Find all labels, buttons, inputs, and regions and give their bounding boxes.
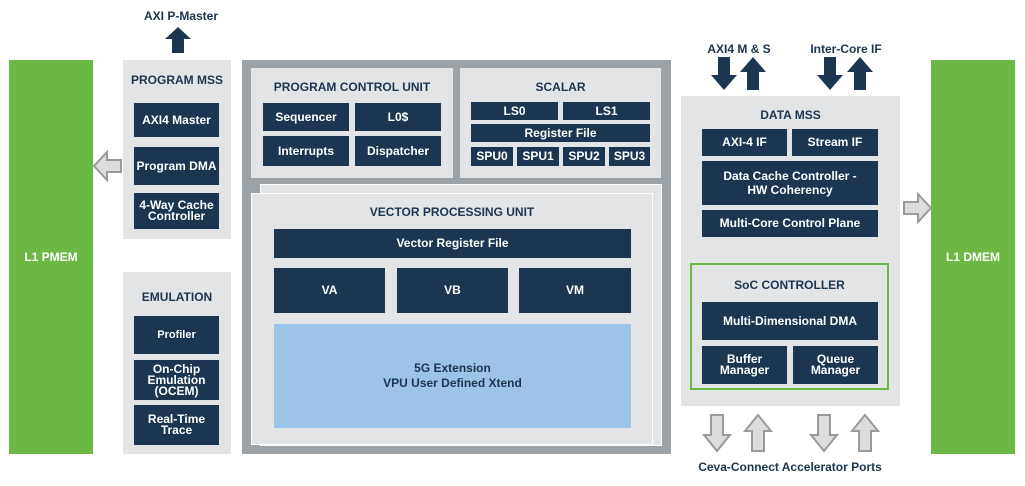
l1-pmem-label: L1 PMEM [24, 250, 78, 264]
data-cache-controller-label-1: Data Cache Controller - [723, 169, 857, 183]
vpu-extension-label-1: 5G Extension [414, 361, 491, 375]
vm-label: VM [566, 283, 584, 297]
spu0-block: SPU0 [471, 147, 513, 166]
sequencer-label: Sequencer [275, 109, 337, 124]
l0-cache-label: L0$ [387, 109, 409, 124]
real-time-trace-label-1: Real-Time [147, 412, 206, 426]
spu0-label: SPU0 [476, 149, 508, 163]
va-label: VA [321, 283, 338, 297]
vpu-extension-label-2: VPU User Defined Xtend [383, 376, 522, 390]
cache-controller-label-1: 4-Way Cache [139, 198, 214, 212]
ocem-label-1: On-Chip [152, 361, 201, 376]
arrow-down-icon [711, 57, 737, 90]
ls0-label: LS0 [503, 103, 526, 118]
profiler-label: Profiler [157, 328, 196, 341]
data-mss-title: DATA MSS [760, 108, 821, 122]
queue-manager-label-1: Queue [816, 352, 855, 366]
multi-core-control-plane-block: Multi-Core Control Plane [702, 210, 878, 237]
interrupts-label: Interrupts [277, 143, 334, 158]
axi4-if-label: AXI-4 IF [722, 135, 767, 149]
stream-if-block: Stream IF [792, 129, 878, 156]
cache-controller-label-2: Controller [147, 209, 206, 223]
spu1-label: SPU1 [522, 149, 554, 163]
arrow-right-hollow-icon [903, 191, 933, 225]
vb-block: VB [397, 268, 508, 313]
multi-core-control-plane-label: Multi-Core Control Plane [719, 216, 861, 230]
dispatcher-block: Dispatcher [355, 136, 441, 166]
arrow-up-icon [847, 57, 873, 90]
register-file-block: Register File [471, 124, 650, 142]
vector-register-file-block: Vector Register File [274, 229, 631, 258]
arrow-left-hollow-icon [92, 149, 122, 183]
vector-register-file-label: Vector Register File [396, 236, 509, 250]
soc-controller-title: SoC CONTROLLER [734, 278, 845, 292]
axi4-if-block: AXI-4 IF [702, 129, 787, 156]
multi-dimensional-dma-label: Multi-Dimensional DMA [723, 313, 857, 328]
spu3-label: SPU3 [613, 149, 646, 163]
axi-p-master-label: AXI P-Master [143, 9, 219, 23]
program-dma-label: Program DMA [136, 158, 217, 173]
arrow-down-icon [817, 57, 843, 90]
emulation-title: EMULATION [141, 290, 213, 304]
ls1-block: LS1 [563, 102, 650, 120]
queue-manager-label-2: Manager [810, 363, 861, 377]
axi4-ms-label: AXI4 M & S [707, 42, 771, 56]
program-dma-block: Program DMA [134, 147, 219, 185]
spu2-label: SPU2 [568, 149, 600, 163]
buffer-manager-label-1: Buffer [726, 352, 763, 366]
arrow-up-hollow-icon [742, 413, 774, 452]
arrow-up-hollow-icon [849, 413, 881, 452]
soc-controller-panel [690, 263, 889, 390]
inter-core-if-label: Inter-Core IF [810, 42, 882, 56]
sequencer-block: Sequencer [263, 103, 349, 131]
ls1-label: LS1 [595, 103, 618, 118]
vm-block: VM [519, 268, 631, 313]
multi-dimensional-dma-block: Multi-Dimensional DMA [702, 302, 878, 340]
arrow-down-hollow-icon [808, 414, 840, 453]
l1-dmem-block: L1 DMEM [931, 60, 1015, 454]
program-control-unit-title: PROGRAM CONTROL UNIT [273, 80, 431, 94]
real-time-trace-label-2: Trace [160, 423, 193, 437]
axi4-master-label: AXI4 Master [142, 112, 211, 127]
accelerator-ports-label: Ceva-Connect Accelerator Ports [698, 460, 882, 474]
scalar-title: SCALAR [535, 80, 586, 94]
arrow-up-icon [165, 27, 191, 53]
arrow-up-icon [740, 57, 766, 90]
ls0-block: LS0 [471, 102, 558, 120]
axi4-master-block: AXI4 Master [134, 103, 219, 137]
stream-if-label: Stream IF [807, 135, 863, 149]
spu2-block: SPU2 [563, 147, 605, 166]
ocem-label-3: (OCEM) [154, 383, 199, 398]
vpu-extension-block: 5G Extension VPU User Defined Xtend [274, 324, 631, 428]
dispatcher-label: Dispatcher [366, 143, 430, 158]
arrow-down-hollow-icon [701, 414, 733, 453]
vb-label: VB [444, 283, 461, 297]
program-mss-title: PROGRAM MSS [130, 73, 223, 87]
ocem-label-2: Emulation [147, 372, 206, 387]
vpu-title: VECTOR PROCESSING UNIT [369, 205, 535, 219]
spu1-block: SPU1 [517, 147, 559, 166]
spu3-block: SPU3 [609, 147, 650, 166]
va-block: VA [274, 268, 385, 313]
data-cache-controller-block: Data Cache Controller -HW Coherency [702, 161, 878, 205]
profiler-block: Profiler [134, 316, 219, 354]
data-cache-controller-label-2: HW Coherency [747, 183, 833, 197]
interrupts-block: Interrupts [263, 136, 349, 166]
buffer-manager-label-2: Manager [719, 363, 770, 377]
l0-cache-block: L0$ [355, 103, 441, 131]
l1-dmem-label: L1 DMEM [946, 250, 1000, 264]
register-file-label: Register File [524, 125, 597, 140]
l1-pmem-block: L1 PMEM [9, 60, 93, 454]
